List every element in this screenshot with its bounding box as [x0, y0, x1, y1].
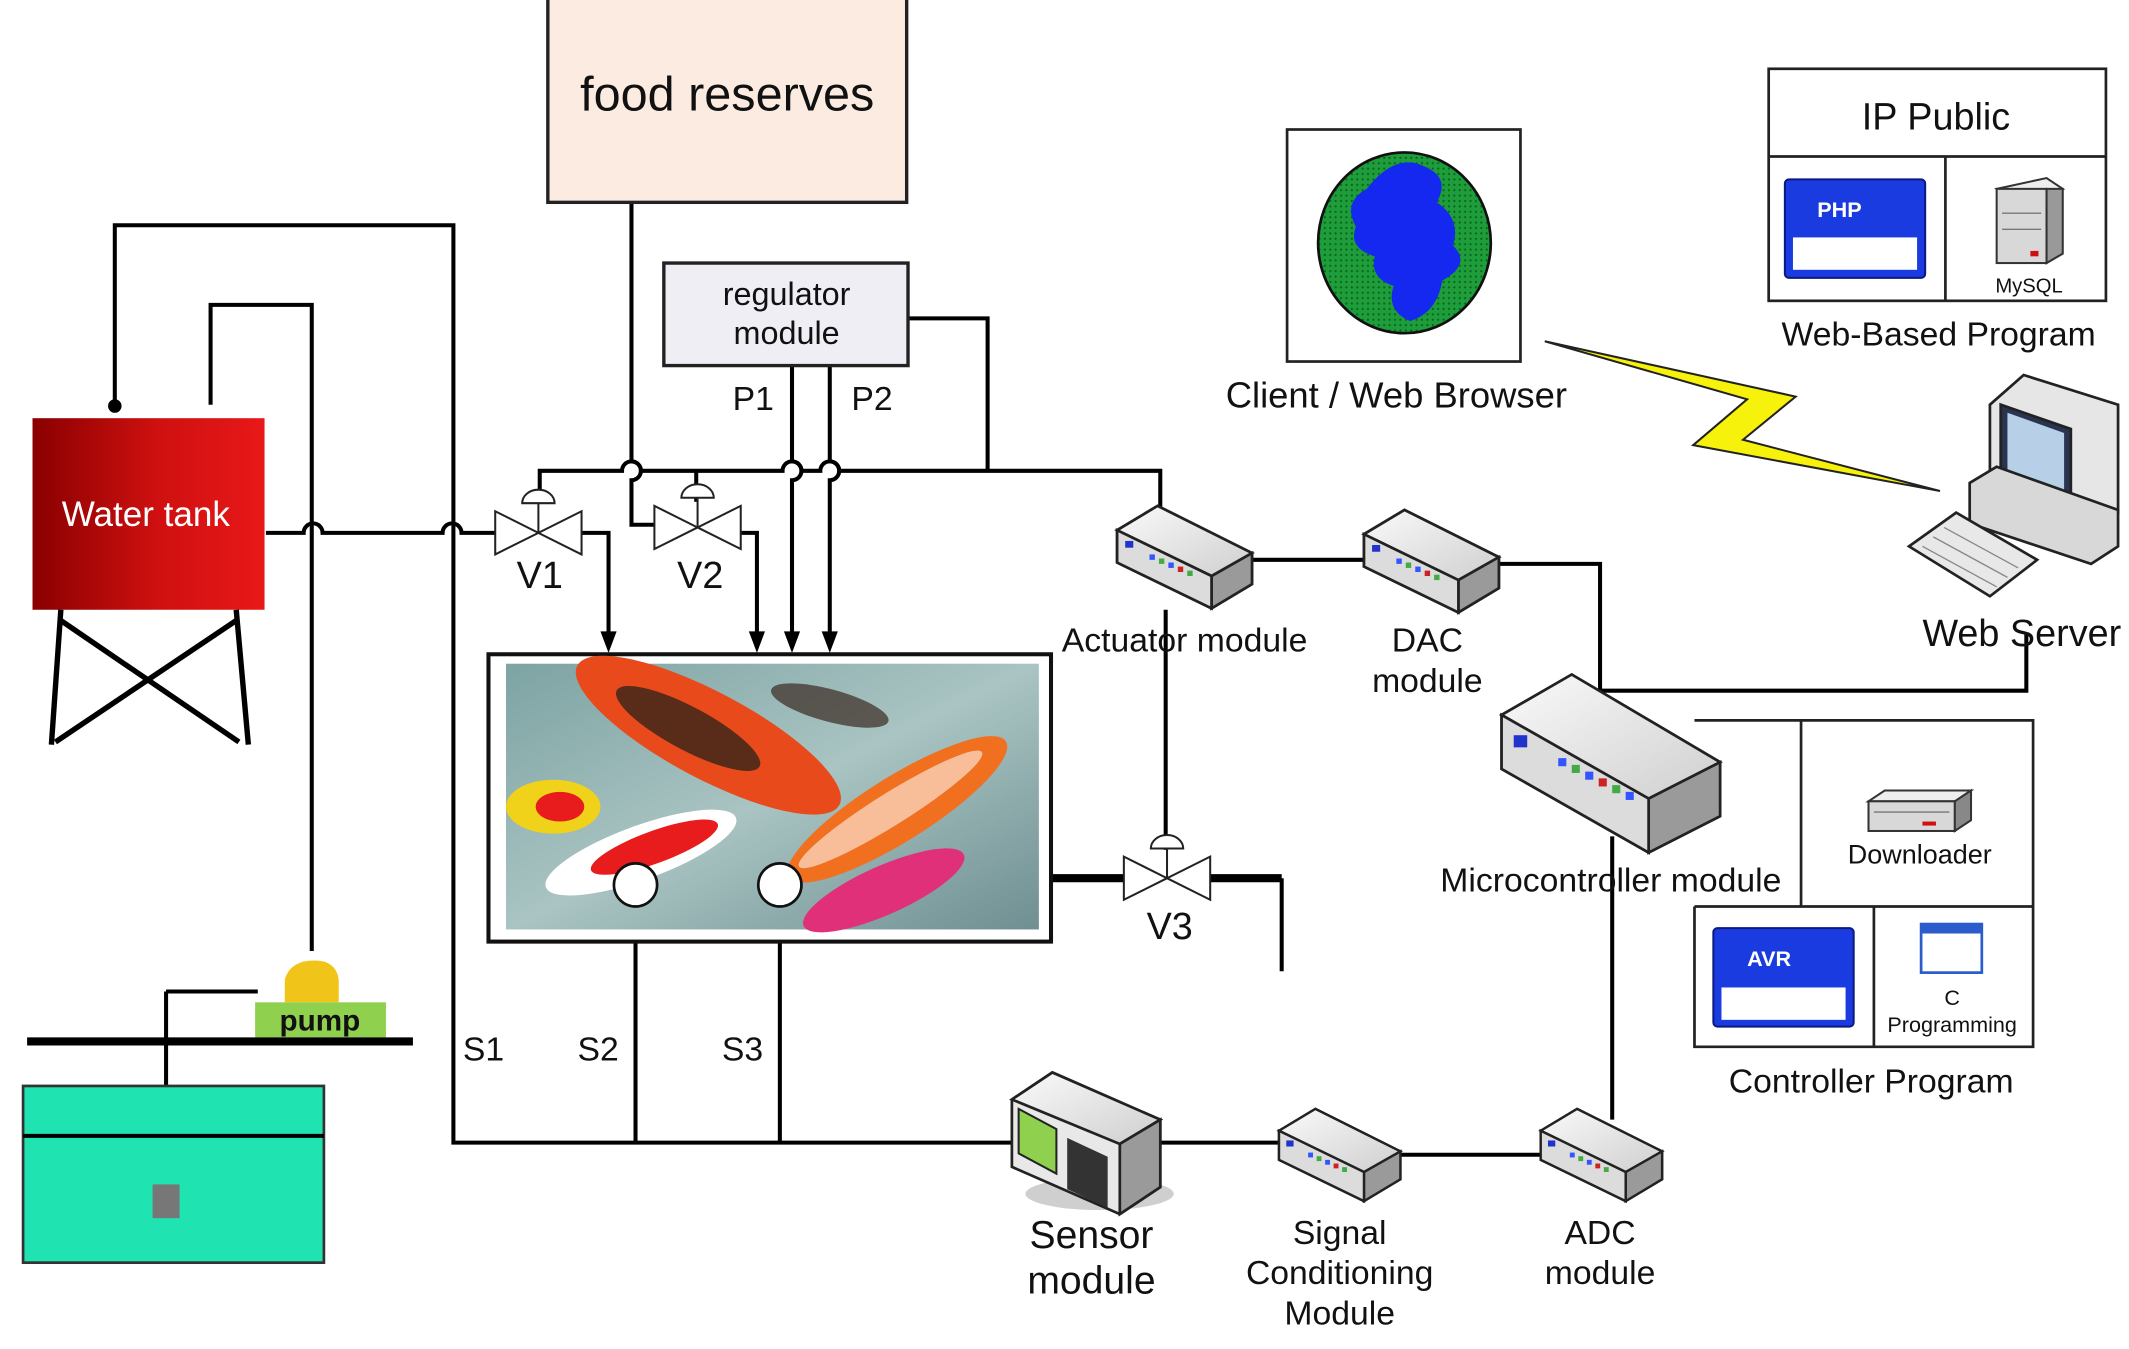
network-module-icon [1115, 504, 1254, 610]
sensor-label-line1: Sensor [1030, 1214, 1154, 1257]
actuator-module: Actuator module [1062, 504, 1308, 660]
food-reserves-box: food reserves [546, 0, 909, 205]
client-web-browser-label: Client / Web Browser [1226, 374, 1567, 415]
code-window-icon [1919, 922, 1984, 974]
regulator-label-line2: module [734, 315, 840, 351]
downloader-device-icon [1865, 788, 1975, 833]
s1-label: S1 [463, 1030, 504, 1068]
c-programming-label-line2: Programming [1887, 1012, 2017, 1037]
s3-label: S3 [722, 1030, 763, 1068]
lightning-link-icon [1544, 340, 1941, 493]
water-tank: Water tank [32, 418, 265, 745]
regulator-label-line1: regulator [723, 276, 851, 312]
dac-module: DAC module [1362, 508, 1501, 700]
network-module-icon [1277, 1107, 1402, 1203]
php-window-icon: PHP [1783, 178, 1927, 279]
koi-fish-image [506, 655, 1008, 933]
microcontroller-module: Microcontroller module [1440, 672, 1781, 900]
network-module-icon [1362, 508, 1501, 614]
p1-label: P1 [733, 380, 774, 418]
sensor-device-icon [1009, 1070, 1174, 1217]
valve-icon [494, 488, 583, 556]
downloader-label: Downloader [1848, 839, 1992, 869]
globe-icon [1316, 151, 1493, 335]
pump: pump [255, 960, 386, 1038]
network-module-icon [1539, 1107, 1664, 1203]
valve-v2: V2 [653, 483, 742, 597]
sensor-probe-s2 [612, 862, 659, 908]
web-server: Web Server [1906, 373, 2121, 655]
avr-label: AVR [1747, 946, 1791, 971]
pump-label: pump [279, 1005, 360, 1038]
web-based-program-label: Web-Based Program [1782, 315, 2096, 353]
sensor-label-line2: module [1027, 1260, 1155, 1303]
c-programming-label-line1: C [1944, 985, 1960, 1010]
controller-program-label: Controller Program [1729, 1063, 2014, 1101]
valve-icon [653, 483, 742, 551]
controller-program-box: Downloader AVR C Programming Controller … [1693, 719, 2035, 1101]
v2-label: V2 [677, 555, 723, 597]
v3-label: V3 [1147, 906, 1193, 948]
adc-module: ADC module [1539, 1107, 1664, 1292]
wires [108, 202, 2029, 1188]
ip-public-label: IP Public [1862, 97, 2010, 139]
signal-label-line3: Module [1284, 1295, 1395, 1333]
fish-tank [486, 652, 1054, 944]
sensor-probe-s3 [756, 862, 803, 908]
avr-window-icon: AVR [1712, 927, 1855, 1028]
desktop-computer-icon [1906, 373, 2120, 598]
sensor-module: Sensor module [1009, 1070, 1174, 1303]
signal-conditioning-module: Signal Conditioning Module [1246, 1107, 1433, 1333]
regulator-module-box: regulator module [662, 261, 910, 368]
network-module-icon [1498, 672, 1723, 855]
v1-label: V1 [517, 555, 563, 597]
water-tank-stand [48, 609, 252, 745]
water-reservoir [21, 1084, 326, 1265]
ip-public-box: IP Public PHP MySQL Web-Based Program [1767, 67, 2108, 353]
actuator-module-label: Actuator module [1062, 622, 1308, 660]
p2-label: P2 [851, 380, 892, 418]
s2-label: S2 [578, 1030, 619, 1068]
web-server-label: Web Server [1922, 613, 2121, 655]
valve-icon [1122, 834, 1212, 901]
adc-label-line1: ADC [1564, 1214, 1635, 1252]
database-server-icon: MySQL [1994, 176, 2066, 298]
valve-v3: V3 [1122, 834, 1212, 948]
dac-label-line2: module [1372, 662, 1483, 700]
valve-v1: V1 [494, 488, 583, 597]
signal-label-line1: Signal [1293, 1214, 1387, 1252]
food-reserves-label: food reserves [580, 68, 874, 122]
microcontroller-module-label: Microcontroller module [1440, 862, 1781, 900]
mysql-label: MySQL [1995, 276, 2062, 298]
php-label: PHP [1817, 197, 1861, 222]
water-tank-label: Water tank [62, 495, 231, 534]
dac-label-line1: DAC [1392, 622, 1463, 660]
client-web-browser: Client / Web Browser [1226, 128, 1567, 415]
adc-label-line2: module [1545, 1254, 1656, 1292]
signal-label-line2: Conditioning [1246, 1254, 1433, 1292]
